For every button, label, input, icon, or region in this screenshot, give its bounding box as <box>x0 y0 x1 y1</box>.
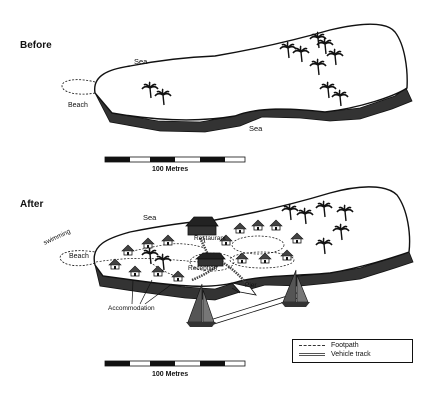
pier-label: Pier <box>245 282 257 289</box>
before-beach-outline <box>61 79 96 95</box>
before-beach-label: Beach <box>68 102 88 109</box>
footpath <box>189 252 235 272</box>
restaurant-building <box>185 216 219 236</box>
after-sea-label: Sea <box>143 213 157 222</box>
map-legend: Footpath Vehicle track <box>292 339 413 363</box>
vehicle-track-swatch <box>299 353 325 356</box>
footpath <box>231 235 285 255</box>
after-beach-outline <box>59 250 96 267</box>
reception-building <box>194 252 226 267</box>
accommodation-pointer <box>144 283 173 305</box>
reception-label: Reception <box>188 265 218 272</box>
before-sea-label-bottom: Sea <box>249 124 263 133</box>
accommodation-pointer <box>131 279 134 305</box>
before-scale-bar <box>104 156 246 163</box>
before-island-outline <box>94 23 408 121</box>
vehicle-track <box>198 237 214 263</box>
legend-vehicle-track-label: Vehicle track <box>331 351 371 358</box>
before-island <box>61 23 413 133</box>
after-scale-label: 100 Metres <box>152 371 189 378</box>
sailboat-icon <box>186 283 216 327</box>
after-scale-bar <box>104 360 246 367</box>
accommodation-label: Accommodation <box>108 305 155 312</box>
pier-pointer <box>231 287 241 294</box>
after-heading: After <box>20 199 44 210</box>
footpath-swatch <box>299 345 325 346</box>
sailboat-icon <box>281 269 310 307</box>
before-heading: Before <box>20 40 52 51</box>
after-island <box>59 186 414 327</box>
before-sea-label-top: Sea <box>134 57 148 66</box>
legend-footpath-label: Footpath <box>331 342 359 349</box>
footpath <box>229 251 295 269</box>
restaurant-label: Restaurant <box>194 235 226 242</box>
legend-vehicle-track: Vehicle track <box>299 351 371 358</box>
before-scale-label: 100 Metres <box>152 166 189 173</box>
after-cliff-shadow <box>94 251 414 301</box>
after-beach-label: Beach <box>69 253 89 260</box>
restaurant-pointer <box>202 235 206 244</box>
accommodation-pointer <box>139 279 153 305</box>
legend-footpath: Footpath <box>299 342 359 349</box>
